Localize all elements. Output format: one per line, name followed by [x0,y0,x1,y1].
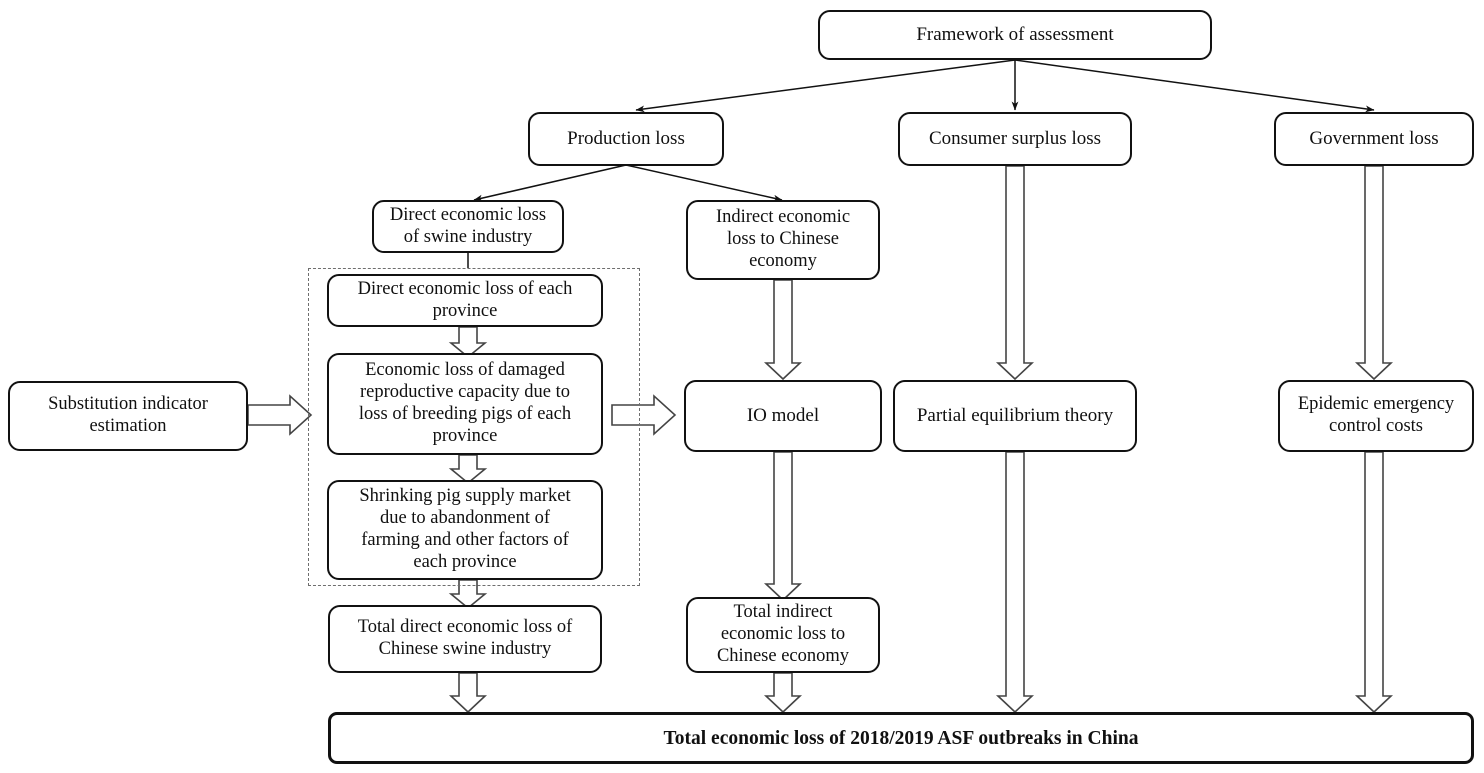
node-epidemic-emergency-control-costs[interactable]: Epidemic emergency control costs [1278,380,1474,452]
production-loss-connectors [473,164,783,202]
node-partial-equilibrium-theory[interactable]: Partial equilibrium theory [893,380,1137,452]
node-framework-of-assessment[interactable]: Framework of assessment [818,10,1212,60]
node-label: Total economic loss of 2018/2019 ASF out… [663,727,1139,749]
node-total-economic-loss-bar[interactable]: Total economic loss of 2018/2019 ASF out… [328,712,1474,764]
node-indirect-economic-loss-to-chinese-economy[interactable]: Indirect economic loss to Chinese econom… [686,200,880,280]
node-label: Total indirect economic loss to Chinese … [716,602,850,666]
node-label: Government loss [1309,127,1439,149]
node-label: Partial equilibrium theory [916,404,1114,426]
node-total-direct-economic-loss[interactable]: Total direct economic loss of Chinese sw… [328,605,602,673]
node-label: Indirect economic loss to Chinese econom… [715,207,851,271]
node-label: Total direct economic loss of Chinese sw… [357,617,573,659]
fanout-connectors [635,59,1375,113]
node-economic-loss-of-damaged-reproductive-capacity[interactable]: Economic loss of damaged reproductive ca… [327,353,603,455]
node-label: IO model [746,404,820,426]
node-total-indirect-economic-loss[interactable]: Total indirect economic loss to Chinese … [686,597,880,673]
node-label: Direct economic loss of swine industry [389,204,547,247]
node-consumer-surplus-loss[interactable]: Consumer surplus loss [898,112,1132,166]
node-label: Substitution indicator estimation [48,394,208,436]
node-label: Framework of assessment [916,23,1114,45]
node-government-loss[interactable]: Government loss [1274,112,1474,166]
node-shrinking-pig-supply-market[interactable]: Shrinking pig supply market due to aband… [327,480,603,580]
node-label: Production loss [567,127,685,149]
node-label: Consumer surplus loss [928,127,1102,149]
node-label: Economic loss of damaged reproductive ca… [358,360,572,446]
node-io-model[interactable]: IO model [684,380,882,452]
node-production-loss[interactable]: Production loss [528,112,724,166]
node-substitution-indicator-estimation[interactable]: Substitution indicator estimation [8,381,248,451]
node-label: Shrinking pig supply market due to aband… [359,486,571,572]
node-label: Direct economic loss of each province [357,278,573,321]
node-direct-economic-loss-of-swine-industry[interactable]: Direct economic loss of swine industry [372,200,564,253]
node-direct-economic-loss-of-each-province[interactable]: Direct economic loss of each province [327,274,603,327]
node-label: Epidemic emergency control costs [1297,394,1455,436]
